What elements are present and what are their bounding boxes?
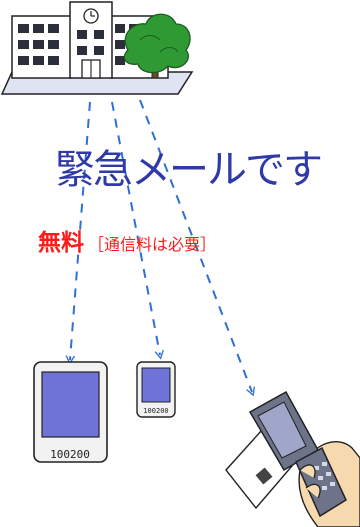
pricing-line: 無料［通信料は必要］ [38,223,216,257]
large-pda-icon: 100200 [33,361,108,463]
arrow-to-small-pda [111,101,164,360]
flip-phone-icon [225,390,360,527]
svg-text:100200: 100200 [50,448,90,461]
small-pda-icon: 100200 [136,361,176,418]
communication-fee-note: ［通信料は必要］ [88,235,217,254]
school-building-icon [0,1,194,95]
arrow-to-phone [139,99,256,397]
emergency-mail-headline: 緊急メールです [55,147,323,193]
free-label: 無料 [38,230,84,256]
svg-text:100200: 100200 [143,407,168,415]
tree-icon [123,13,191,79]
signal-arrows [65,99,256,397]
